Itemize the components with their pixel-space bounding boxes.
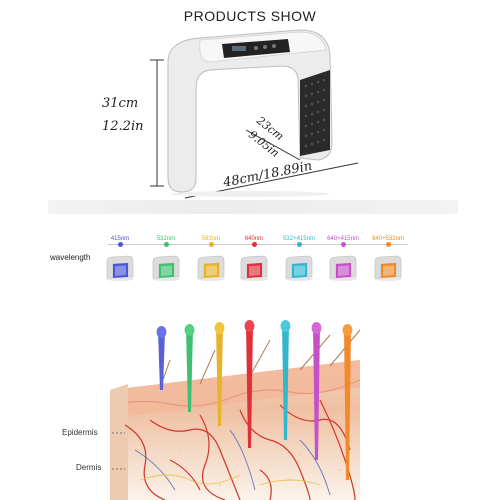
wavelength-nm: 640nm (244, 236, 264, 242)
height-in-label: 12.2in (102, 119, 144, 134)
mini-device-icon (152, 255, 180, 281)
light-beam (158, 330, 165, 390)
mini-device-icon (197, 255, 225, 281)
led-panel (300, 70, 330, 156)
wavelength-nm: 640+532nm (372, 236, 404, 242)
wavelength-dot (208, 242, 214, 247)
led-mask-device-illustration (150, 29, 359, 199)
wavelength-label: wavelength (50, 253, 91, 262)
dermis-label: Dermis (76, 463, 102, 472)
depth-guide (245, 129, 301, 161)
light-beam (186, 328, 193, 412)
mini-device-icon (240, 255, 268, 281)
wavelength-dot (251, 242, 257, 247)
light-beam (216, 326, 223, 426)
light-beams (156, 320, 353, 480)
mini-device-icon (374, 255, 402, 281)
light-beam (282, 324, 289, 440)
wavelength-dot (117, 242, 123, 247)
wavelength-dot (163, 242, 169, 247)
mini-device-icon (106, 255, 134, 281)
wavelength-dot (385, 242, 391, 247)
light-beam (344, 328, 351, 480)
wavelength-nm: 415nm (110, 236, 130, 242)
page-title: PRODUCTS SHOW (183, 8, 317, 24)
epidermis-label: Epidermis (62, 428, 98, 437)
wavelength-nm: 583nm (201, 236, 221, 242)
wavelength-nm: 640+415nm (327, 236, 359, 242)
wavelength-dot (340, 242, 346, 247)
light-beam (246, 324, 253, 448)
wavelength-nm: 532+415nm (283, 236, 315, 242)
light-beam (313, 326, 320, 460)
wavelength-line (108, 244, 408, 245)
epidermis-layer (110, 360, 360, 418)
wavelength-nm: 532nm (156, 236, 176, 242)
wavelength-dot (296, 242, 302, 247)
mini-device-icon (329, 255, 357, 281)
wavelength-band (48, 200, 458, 214)
skin-cross-section (109, 320, 361, 500)
mini-device-icon (285, 255, 313, 281)
blood-vessels (124, 399, 356, 500)
height-cm-label: 31cm (102, 96, 139, 111)
